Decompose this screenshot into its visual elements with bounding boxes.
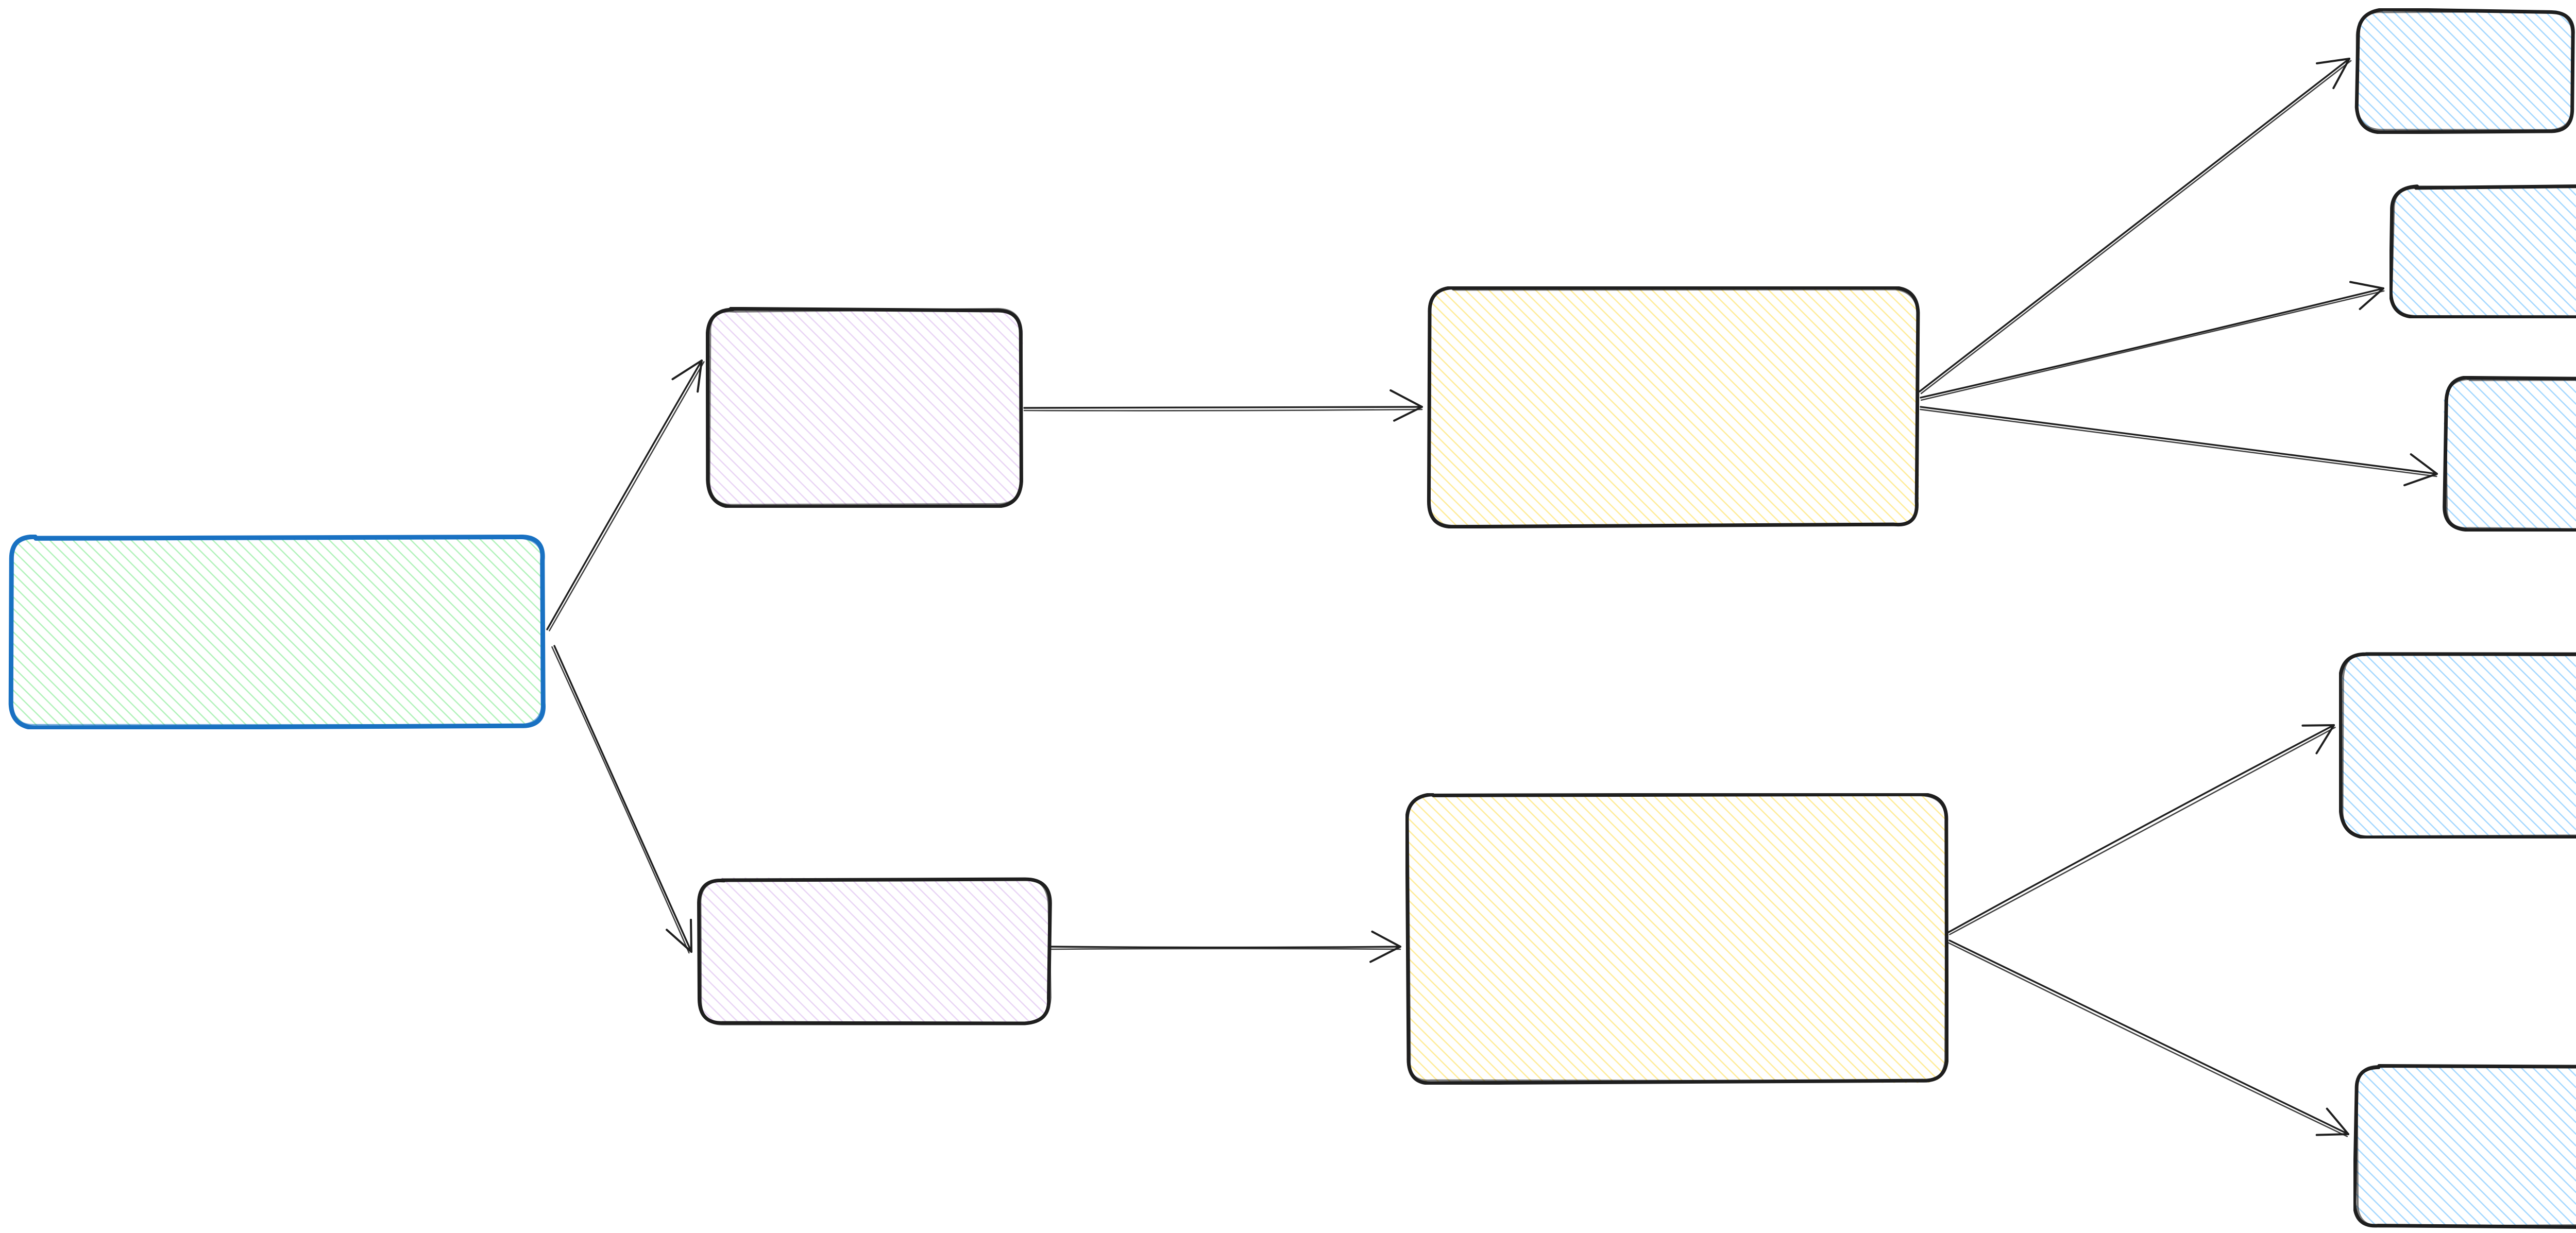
node-supply_5[interactable] [2353,1064,2576,1229]
node-fill [698,878,1051,1024]
node-supply_2[interactable] [2389,184,2576,318]
edge-product_1-to-supply_1 [1919,58,2352,395]
node-border [2353,1064,2576,1229]
edge-order-to-order_item_2 [551,645,692,954]
edge-product_1-to-supply_2 [1920,281,2385,401]
node-border [697,877,1052,1025]
node-order[interactable] [8,535,546,729]
node-fill [2444,378,2576,529]
node-fill [9,536,545,727]
node-fill [707,309,1023,507]
node-fill [1408,794,1947,1083]
node-border [1427,286,1920,528]
node-order_item_2[interactable] [697,877,1052,1026]
edge-product_2-to-supply_5 [1947,939,2349,1137]
node-product_2[interactable] [1405,793,1948,1085]
edge-order-to-order_item_1 [546,359,705,631]
node-border [2339,652,2576,838]
node-border [8,535,546,729]
node-fill [2356,10,2575,133]
edge-product_1-to-supply_3 [1920,406,2438,487]
edge-order_item_2-to-product_2 [1050,930,1401,963]
node-fill [1428,287,1919,527]
edge-order_item_1-to-product_1 [1023,389,1423,422]
node-supply_3[interactable] [2442,376,2576,532]
node-fill [2341,654,2576,836]
node-supply_1[interactable] [2354,8,2576,134]
node-border [2443,376,2576,532]
node-product_1[interactable] [1426,286,1921,528]
node-border [1405,793,1948,1085]
node-order_item_1[interactable] [706,307,1024,508]
edge-product_2-to-supply_4 [1947,724,2336,935]
node-fill [2391,186,2576,317]
node-supply_4[interactable] [2339,652,2576,838]
node-border [2354,8,2575,134]
node-border [706,307,1023,508]
node-border [2389,184,2576,318]
node-fill [2355,1065,2576,1227]
